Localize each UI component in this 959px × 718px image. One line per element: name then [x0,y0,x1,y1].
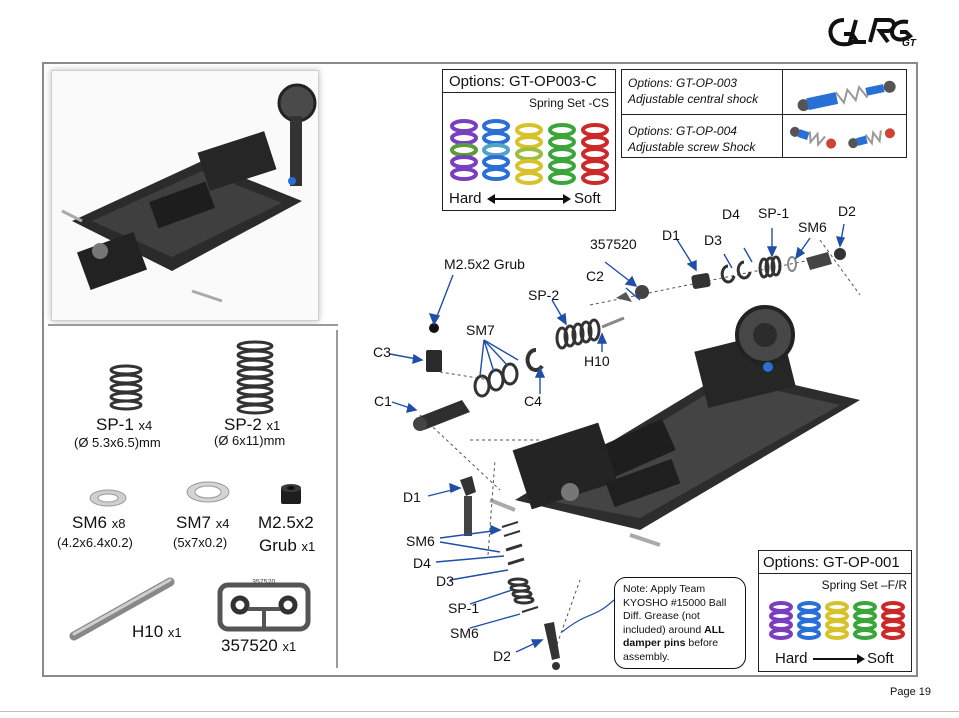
note-text-suffix: before assembly. [623,637,719,663]
soft-label: Soft [867,650,894,667]
option-spring-cs-subtitle: Spring Set -CS [528,96,609,110]
callout-sm6-top: SM6 [798,219,827,235]
option-spring-fr-box: Options: GT-OP-001 Spring Set –F/R Hard … [758,550,912,672]
grease-note: Note: Apply Team KYOSHO #15000 Ball Diff… [614,577,746,669]
part-h10-label: H10 x1 [132,622,182,641]
option-spring-cs-title: Options: GT-OP003-C [449,73,597,90]
note-text-prefix: Note: Apply Team KYOSHO #15000 Ball Diff… [623,583,727,636]
hard-label: Hard [449,190,482,207]
assembled-chassis-photo [51,70,319,321]
sprue-tag: 357520 [252,579,275,586]
lower-damper-stack [460,476,560,670]
callout-sp1-top: SP-1 [758,205,790,221]
part-grub-label: M2.5x2 [258,513,314,532]
part-sm6-dimensions: (4.2x6.4x0.2) [57,535,133,550]
option-spring-fr-title: Options: GT-OP-001 [763,554,900,571]
arrow-icon [389,223,846,653]
callout-d1-low: D1 [403,489,421,505]
callout-d3-top: D3 [704,232,722,248]
callout-c2: C2 [586,268,604,284]
callout-sm6-low-a: SM6 [406,533,435,549]
grub-icon [281,484,301,504]
sprue-icon: 357520 [217,579,311,632]
callout-sm6-low-b: SM6 [450,625,479,641]
spring-icon [109,364,143,411]
callout-d1-top: D1 [662,227,680,243]
washer-icon [89,489,127,507]
upper-damper-parts [413,248,846,431]
shock-icon [797,80,896,112]
callout-c4: C4 [524,393,542,409]
option-central-shock-code: Options: GT-OP-003 [628,76,737,90]
divider-vertical [336,330,338,668]
chassis-icon [61,83,317,303]
washer-icon [186,481,230,503]
part-sm6-label: SM6 x8 [72,513,126,532]
page-number: Page 19 [890,686,931,698]
pin-icon [69,577,175,641]
callout-c1: C1 [374,393,392,409]
note-text-bold: ALL damper pins [623,623,725,650]
part-sp1-dimensions: (Ø 5.3x6.5)mm [74,435,161,450]
callout-357520: 357520 [590,236,637,252]
callout-grub: M2.5x2 Grub [444,256,525,272]
callout-c3: C3 [373,344,391,360]
option-screw-shock-code: Options: GT-OP-004 [628,124,737,138]
bottom-rule [0,711,959,712]
callout-sm7: SM7 [466,322,495,338]
logo-icon: GT [828,18,917,49]
option-spring-cs-box: Options: GT-OP003-C Spring Set -CS Hard … [442,69,616,211]
callout-d4-top: D4 [722,206,740,222]
callout-d2-top: D2 [838,203,856,219]
spring-icon [236,340,274,415]
part-357520-label: 357520 x1 [221,636,297,655]
callout-sp1-low: SP-1 [448,600,480,616]
option-central-shock-name: Adjustable central shock [628,92,759,106]
exploded-diagram [389,223,861,670]
svg-text:GT: GT [902,38,917,49]
option-shocks-box: Options: GT-OP-003 Adjustable central sh… [621,69,907,158]
part-sp2-dimensions: (Ø 6x11)mm [214,433,286,448]
chassis-icon [489,305,860,547]
part-sp2-label: SP-2 x1 [224,415,281,434]
part-sm7-dimensions: (5x7x0.2) [173,535,228,550]
option-screw-shock-name: Adjustable screw Shock [628,140,756,154]
option-spring-fr-subtitle: Spring Set –F/R [821,578,907,592]
spring-icon [769,601,905,640]
part-sm7-label: SM7 x4 [176,513,230,532]
divider-horizontal [48,324,338,326]
part-grub-label-2: Grub x1 [259,536,316,555]
callout-sp2: SP-2 [528,287,560,303]
soft-label: Soft [574,190,601,207]
callout-d2-low: D2 [493,648,511,664]
callout-d4-low: D4 [413,555,431,571]
callout-h10: H10 [584,353,610,369]
arrow-icon [813,654,865,664]
part-sp1-label: SP-1 x4 [96,415,153,434]
shock-icon [789,126,895,149]
spring-icon [450,119,609,185]
callout-d3-low: D3 [436,573,454,589]
arrow-icon [487,194,571,204]
hard-label: Hard [775,650,808,667]
